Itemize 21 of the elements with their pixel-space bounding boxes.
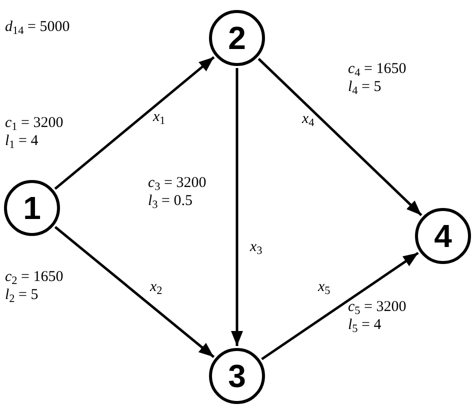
arrow (231, 68, 243, 346)
parameter-label: l$_{5}$ = 4 (348, 318, 382, 333)
parameter-label: l$_{4}$ = 5 (348, 80, 382, 95)
edge-label: x$_{2}$ (150, 280, 162, 295)
arrow (261, 252, 419, 360)
parameter-label: l$_{3}$ = 0.5 (148, 194, 193, 209)
arrow (54, 226, 215, 358)
parameter-label: c$_{5}$ = 3200 (348, 300, 406, 315)
parameter-label: l$_{2}$ = 5 (5, 288, 38, 303)
parameter-label: c$_{3}$ = 3200 (148, 176, 206, 191)
edge-label: x$_{1}$ (153, 110, 166, 125)
arrow (258, 58, 422, 216)
arrow (54, 56, 215, 190)
edge-label: x$_{3}$ (250, 240, 262, 255)
parameter-label: c$_{1}$ = 3200 (5, 116, 64, 131)
edge-label: x$_{4}$ (302, 112, 314, 127)
parameter-label: d$_{14}$ = 5000 (5, 20, 70, 35)
parameter-label: l$_{1}$ = 4 (5, 134, 38, 149)
parameter-label: c$_{4}$ = 1650 (348, 62, 406, 77)
parameter-label: c$_{2}$ = 1650 (5, 270, 64, 285)
edge-label: x$_{5}$ (318, 280, 330, 295)
